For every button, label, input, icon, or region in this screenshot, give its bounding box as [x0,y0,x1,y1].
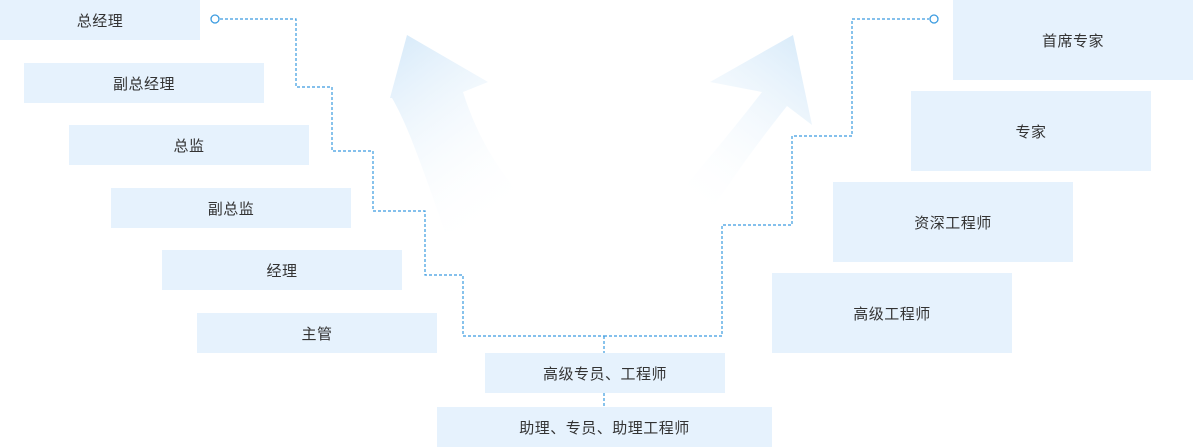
technical-level-advanced-engineer: 高级工程师 [772,273,1012,353]
technical-level-label: 高级工程师 [853,304,931,323]
management-path-end-dot [210,14,220,24]
management-level-deputy-general-manager: 副总经理 [24,63,264,103]
technical-level-label: 资深工程师 [914,213,992,232]
management-level-label: 总监 [173,136,205,155]
management-level-supervisor: 主管 [197,313,437,353]
management-level-label: 经理 [266,261,298,280]
technical-level-label: 专家 [1015,122,1047,141]
management-level-label: 副总监 [207,199,255,218]
management-level-label: 主管 [301,324,333,343]
technical-level-chief-expert: 首席专家 [953,0,1193,80]
technical-level-label: 首席专家 [1041,31,1104,50]
technical-level-senior-engineer: 资深工程师 [833,182,1073,262]
base-level-label: 高级专员、工程师 [542,364,667,383]
management-level-manager: 经理 [162,250,402,290]
technical-level-expert: 专家 [911,91,1151,171]
management-level-director: 总监 [69,125,309,165]
management-level-label: 总经理 [76,11,124,30]
technical-path-end-dot [929,14,939,24]
base-level-assistant: 助理、专员、助理工程师 [437,407,772,447]
management-level-general-manager: 总经理 [0,0,200,40]
base-level-label: 助理、专员、助理工程师 [519,418,690,437]
management-level-deputy-director: 副总监 [111,188,351,228]
management-level-label: 副总经理 [112,74,175,93]
right-growth-arrow [655,35,812,230]
left-growth-arrow [390,35,550,232]
base-level-senior-specialist: 高级专员、工程师 [485,353,725,393]
